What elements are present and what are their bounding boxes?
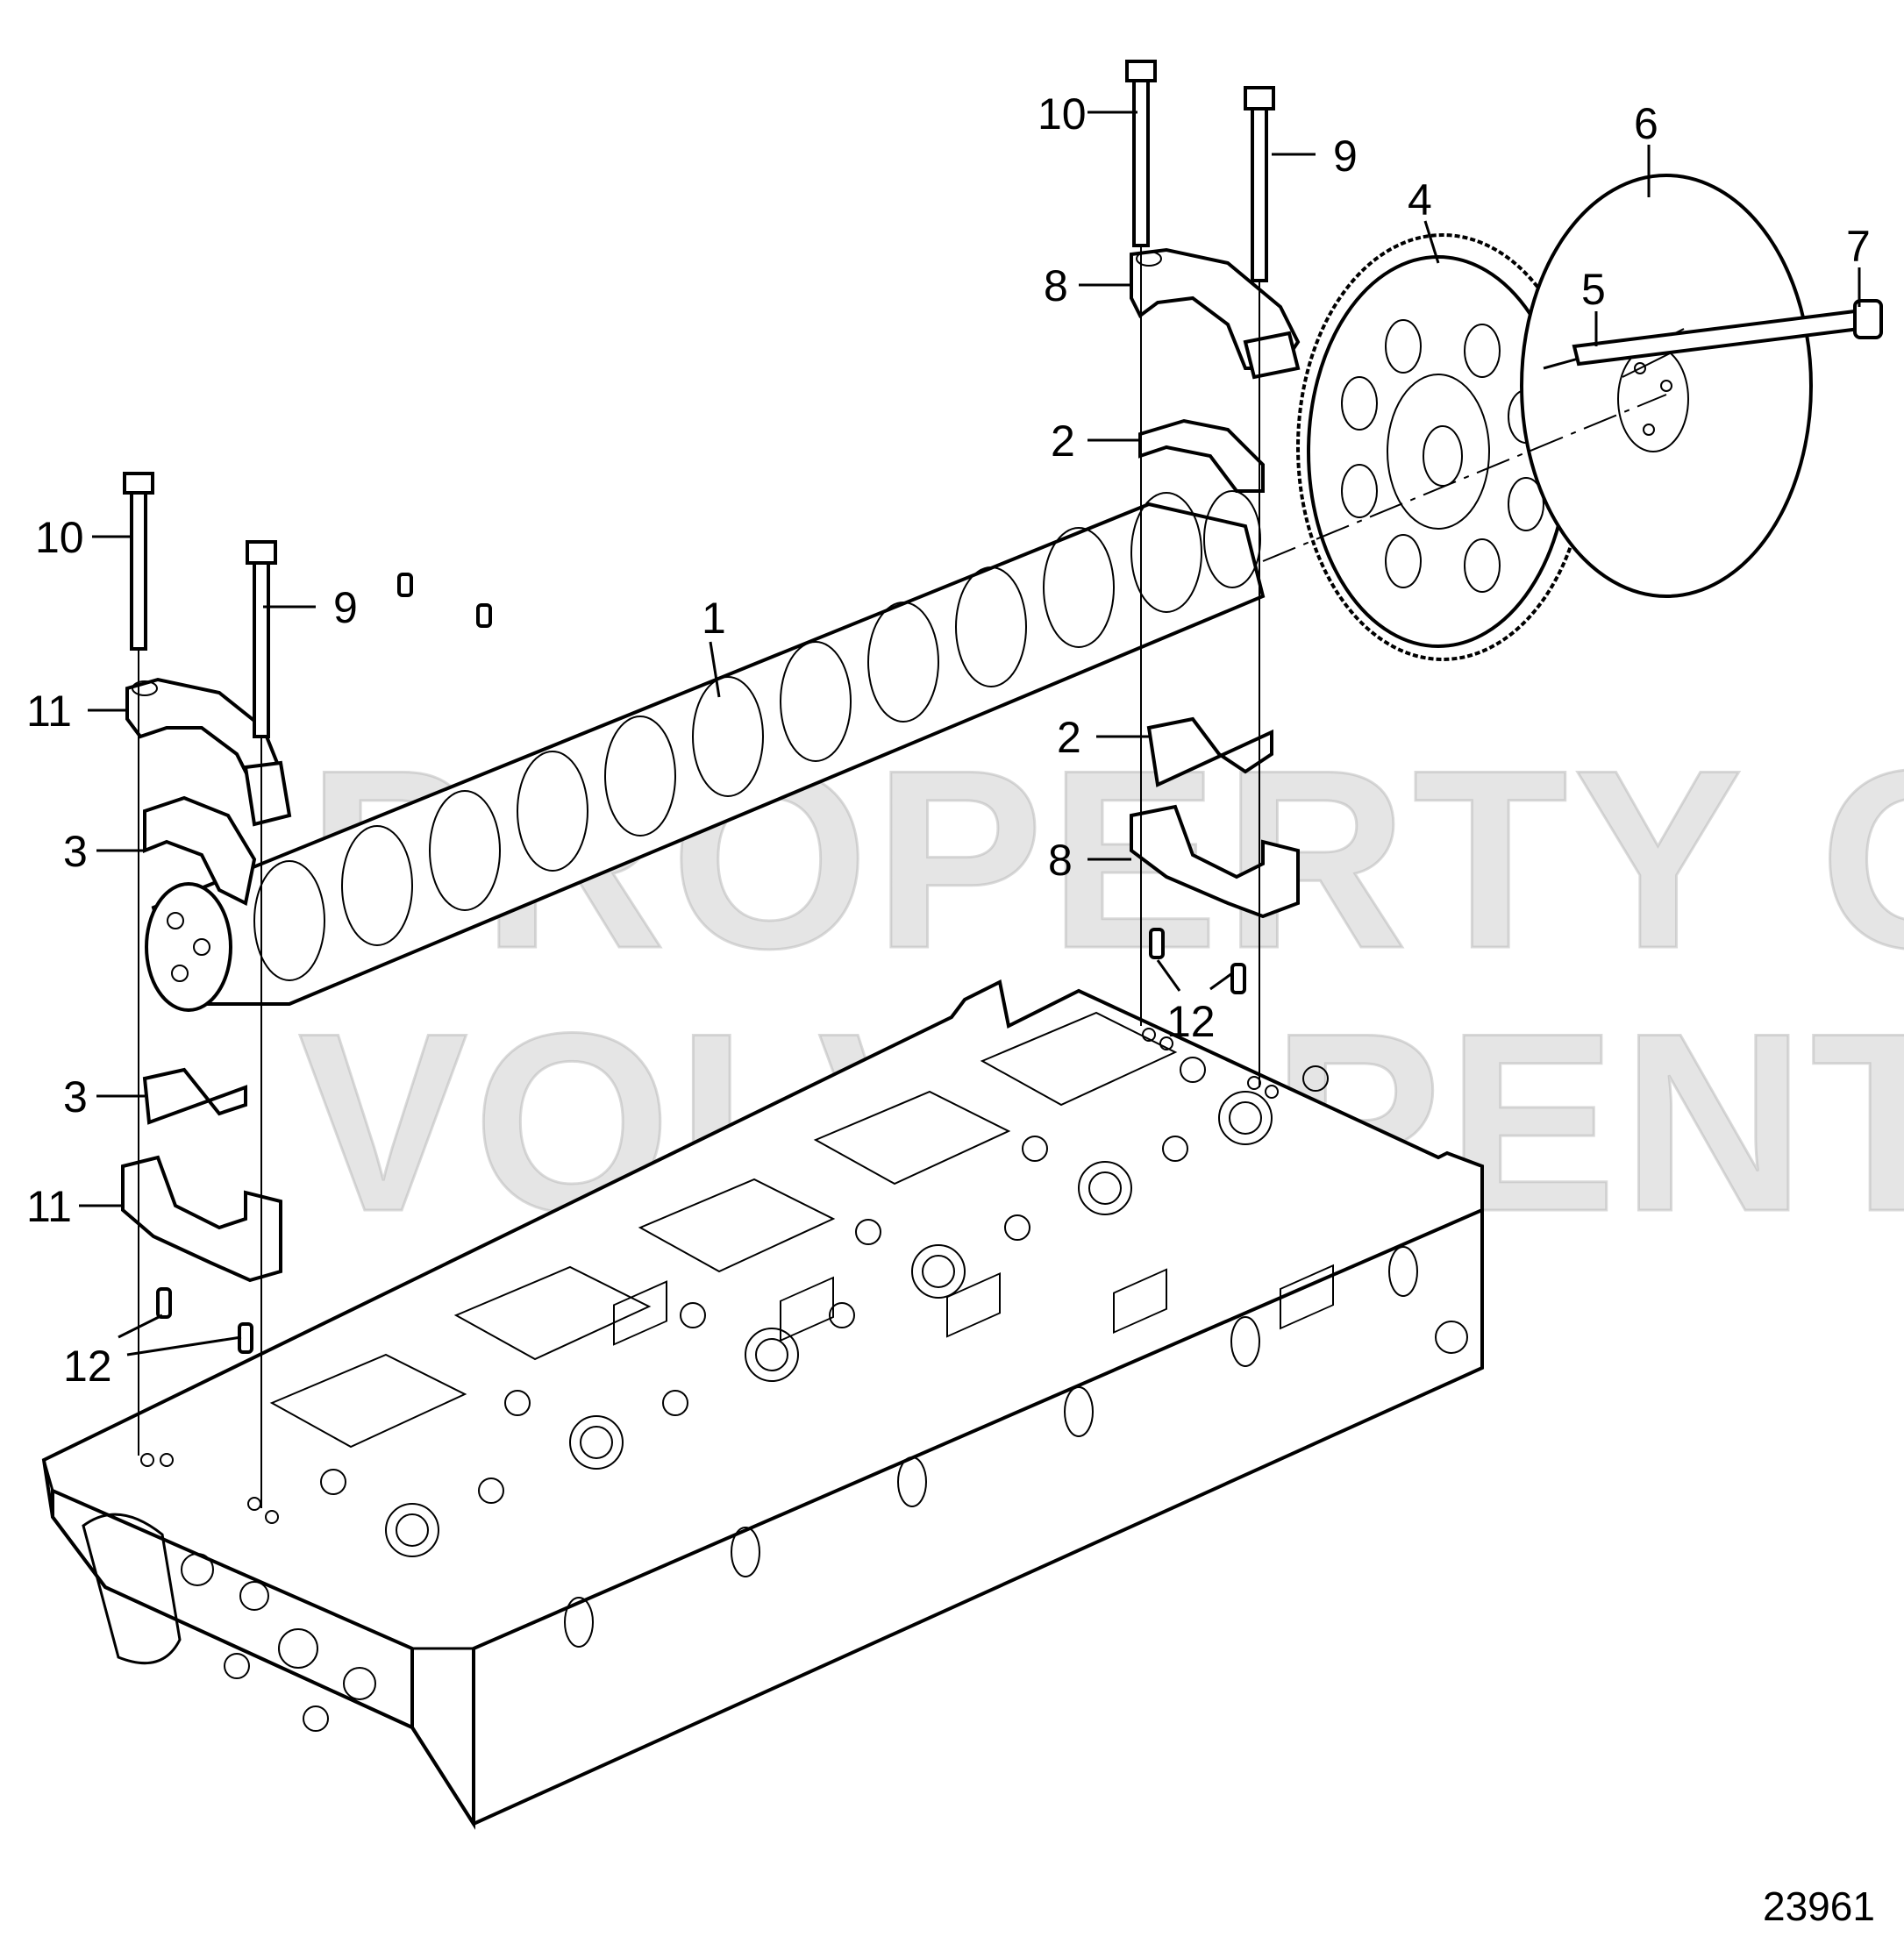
bearing-cap-lower-left [121, 1067, 282, 1283]
callout-5: 5 [1581, 265, 1606, 314]
callout-labels: 10 9 6 4 8 5 7 2 10 9 1 11 2 3 8 12 3 11… [26, 89, 1871, 1391]
callout-8-top: 8 [1044, 261, 1068, 310]
callout-7: 7 [1846, 222, 1871, 271]
callout-2-top: 2 [1051, 417, 1075, 466]
bolt-7 [1572, 299, 1883, 367]
damper-plate [1520, 174, 1813, 598]
callout-3-bottom: 3 [63, 1072, 88, 1121]
camshaft [145, 490, 1266, 1012]
assembly-lines [138, 246, 1667, 1508]
leader-lines [79, 110, 1861, 1356]
callout-11-bottom: 11 [26, 1182, 72, 1231]
callout-11-top: 11 [26, 687, 72, 736]
callout-8-mid: 8 [1048, 836, 1073, 885]
callout-12-left: 12 [63, 1342, 112, 1391]
callout-3-top: 3 [63, 827, 88, 876]
bearing-cap-upper-left [125, 677, 292, 906]
callout-9-top: 9 [1333, 132, 1358, 181]
callout-10-top: 10 [1038, 89, 1087, 139]
callout-9-left: 9 [333, 583, 358, 632]
callout-12-right: 12 [1166, 997, 1216, 1046]
callout-2-mid: 2 [1057, 713, 1081, 762]
figure-number: 23961 [1763, 1883, 1875, 1929]
bearing-cap-upper-right [1130, 247, 1301, 493]
callout-6: 6 [1634, 99, 1658, 148]
callout-1: 1 [702, 594, 726, 643]
bearing-cap-lower-right [1130, 716, 1300, 919]
callout-10-left: 10 [35, 513, 84, 562]
callout-4: 4 [1408, 175, 1432, 224]
cylinder-head [41, 979, 1484, 1830]
